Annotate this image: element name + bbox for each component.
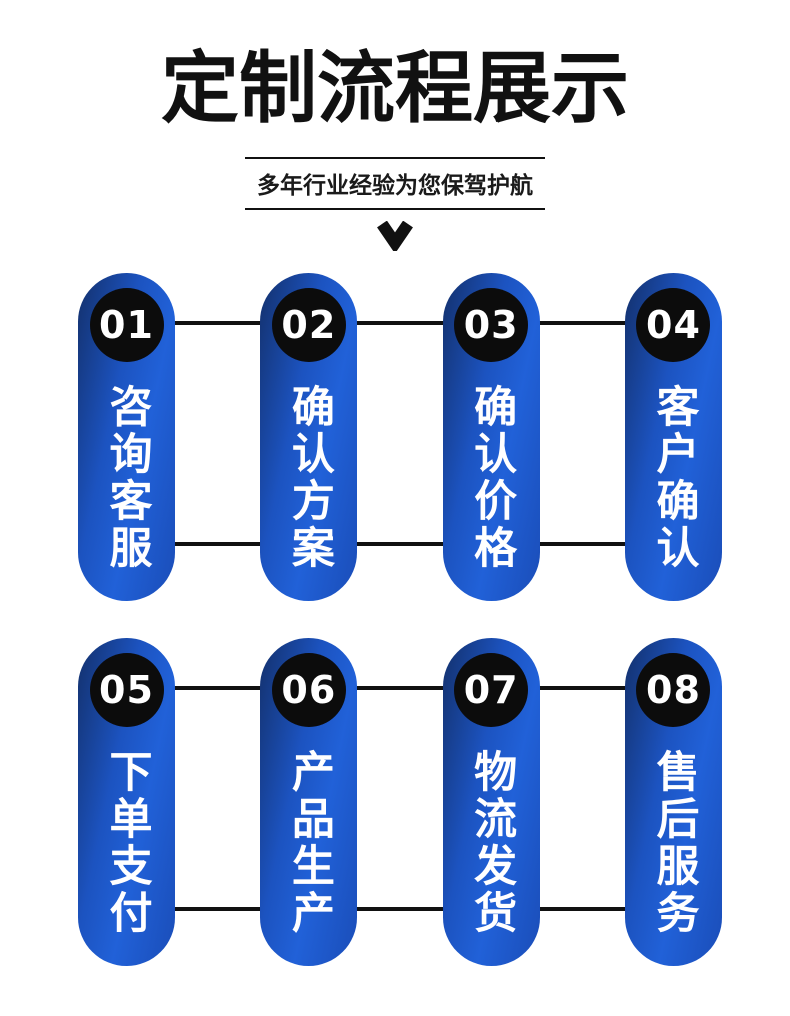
- chevron-down-icon: [0, 220, 790, 254]
- step-number-badge: 08: [636, 653, 711, 727]
- step-pill-6: 06 产品生产: [260, 638, 358, 966]
- step-number-badge: 03: [454, 288, 529, 362]
- step-pill-5: 05 下单支付: [78, 638, 175, 966]
- step-label: 下单支付: [102, 749, 152, 937]
- step-number-badge: 07: [454, 653, 529, 727]
- step-number-badge: 04: [636, 288, 711, 362]
- step-label: 产品生产: [284, 749, 335, 937]
- step-number: 08: [646, 668, 701, 712]
- step-pill-7: 07 物流发货: [442, 638, 540, 966]
- pill-track: 05 下单支付 06 产品生产 07 物流发货 08 售后服: [78, 638, 722, 966]
- step-number: 05: [99, 668, 154, 712]
- step-number-badge: 06: [271, 653, 346, 727]
- step-label: 物流发货: [466, 749, 517, 937]
- step-pill-8: 08 售后服务: [624, 638, 722, 966]
- step-label: 确认价格: [466, 384, 517, 572]
- process-row-1: 01 咨询客服 02 确认方案 03 确认价格 04 客户确: [78, 273, 722, 601]
- step-number-badge: 02: [271, 288, 346, 362]
- step-number-badge: 05: [89, 653, 164, 727]
- subtitle-text: 多年行业经验为您保驾护航: [257, 172, 533, 199]
- step-label: 确认方案: [284, 384, 335, 572]
- process-row-2: 05 下单支付 06 产品生产 07 物流发货 08 售后服: [78, 638, 722, 966]
- connector-line-top: [126, 321, 674, 325]
- step-number: 04: [646, 303, 701, 347]
- pill-track: 01 咨询客服 02 确认方案 03 确认价格 04 客户确: [78, 273, 722, 601]
- connector-line-bottom: [126, 907, 674, 911]
- page-title: 定制流程展示: [160, 44, 629, 134]
- step-number: 07: [463, 668, 519, 712]
- step-pill-1: 01 咨询客服: [78, 273, 175, 601]
- step-number: 03: [463, 303, 519, 347]
- step-number-badge: 01: [89, 288, 164, 362]
- subtitle-banner: 多年行业经验为您保驾护航: [245, 156, 545, 210]
- connector-line-top: [126, 686, 674, 690]
- step-label: 客户确认: [648, 384, 699, 572]
- step-label: 售后服务: [648, 749, 699, 937]
- step-label: 咨询客服: [102, 384, 152, 572]
- connector-line-bottom: [126, 542, 674, 546]
- step-number: 02: [281, 303, 337, 347]
- step-pill-4: 04 客户确认: [624, 273, 722, 601]
- step-pill-2: 02 确认方案: [260, 273, 358, 601]
- step-number: 01: [99, 303, 154, 347]
- step-pill-3: 03 确认价格: [442, 273, 540, 601]
- step-number: 06: [281, 668, 337, 712]
